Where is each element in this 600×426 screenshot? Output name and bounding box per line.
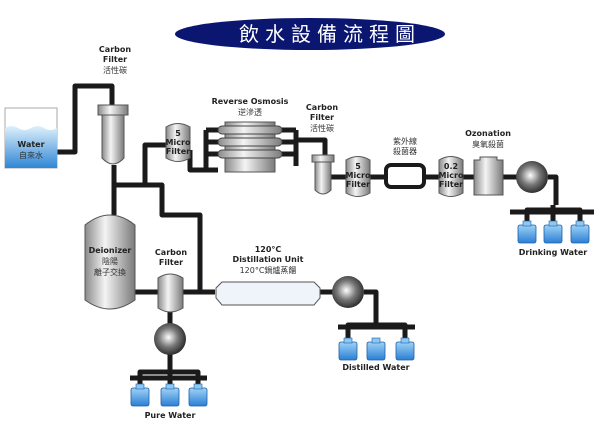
title-banner: 飲水設備流程圖 xyxy=(175,18,445,50)
nodes-micro-filter-5b-l2-text: Micro xyxy=(346,171,371,180)
nodes-ozonation-zh-text: 臭氧殺菌 xyxy=(472,139,504,149)
pure-water-label: Pure Water xyxy=(145,411,196,420)
nodes-micro-filter-02-l1-text: 0.2 xyxy=(444,162,458,171)
nodes-carbon-filter-1-en1-text: Carbon xyxy=(99,45,131,54)
nodes-carbon-filter-3-en1-text: Carbon xyxy=(155,248,187,257)
pure-water-bottles: Pure Water xyxy=(130,383,208,420)
nodes-carbon-filter-2-en2-text: Filter xyxy=(310,113,334,122)
nodes-distillation-l1-text: 120°C xyxy=(255,245,282,254)
nodes-micro-filter-02-l2-text: Micro xyxy=(439,171,464,180)
nodes-deionizer-zh2-text: 離子交換 xyxy=(94,267,126,277)
nodes-deionizer-en-text: Deionizer xyxy=(89,246,132,255)
nodes-micro-filter-5a-l1-text: 5 xyxy=(175,129,181,138)
micro-filter-5-b: 5 Micro Filter xyxy=(345,156,371,197)
micro-filter-0-2: 0.2 Micro Filter xyxy=(438,156,464,197)
micro-filter-5-a: 5 Micro Filter xyxy=(165,123,191,162)
uv-sterilizer: 紫外線 殺菌器 xyxy=(384,136,426,189)
deionizer: Deionizer 陰陽 離子交換 xyxy=(84,214,136,310)
nodes-reverse-osmosis-en-text: Reverse Osmosis xyxy=(212,97,289,106)
nodes-micro-filter-5a-l3-text: Filter xyxy=(166,147,190,156)
pure-pump-globe xyxy=(154,323,186,355)
distilled-pump-globe xyxy=(332,276,364,308)
nodes-distillation-zh-text: 120°C鍋爐蒸餾 xyxy=(240,265,297,275)
nodes-carbon-filter-2-zh-text: 活性碳 xyxy=(310,123,334,133)
nodes-carbon-filter-2-en1-text: Carbon xyxy=(306,103,338,112)
nodes-micro-filter-5b-l3-text: Filter xyxy=(346,180,370,189)
nodes-micro-filter-02-l3-text: Filter xyxy=(439,180,463,189)
tap-water-zh: 自來水 xyxy=(19,150,43,160)
nodes-reverse-osmosis-zh-text: 逆滲透 xyxy=(238,107,262,117)
nodes-carbon-filter-1-zh-text: 活性碳 xyxy=(103,65,127,75)
nodes-carbon-filter-3-en2-text: Filter xyxy=(159,258,183,267)
nodes-uv-sterilizer-zh1-text: 紫外線 xyxy=(393,136,417,146)
drinking-water-label: Drinking Water xyxy=(519,248,587,257)
reverse-osmosis-unit: Reverse Osmosis 逆滲透 xyxy=(212,97,289,173)
tap-water-tank: Water 自來水 xyxy=(4,107,58,169)
carbon-filter-2: Carbon Filter 活性碳 xyxy=(306,103,338,195)
nodes-distillation-l2-text: Distillation Unit xyxy=(233,255,304,264)
nodes-carbon-filter-1-en2-text: Filter xyxy=(103,55,127,64)
nodes-deionizer-zh1-text: 陰陽 xyxy=(102,256,118,266)
distilled-water-bottles: Distilled Water xyxy=(338,337,415,372)
drinking-pump-globe xyxy=(516,161,548,193)
nodes-ozonation-en-text: Ozonation xyxy=(465,129,511,138)
nodes-micro-filter-5b-l1-text: 5 xyxy=(355,162,361,171)
carbon-filter-3: Carbon Filter xyxy=(155,248,187,313)
tap-water-label: Water xyxy=(17,140,44,149)
nodes-micro-filter-5a-l2-text: Micro xyxy=(166,138,191,147)
ozonation-tank: Ozonation 臭氧殺菌 xyxy=(465,129,511,196)
carbon-filter-1: Carbon Filter 活性碳 xyxy=(97,45,131,165)
title-text: 飲水設備流程圖 xyxy=(239,22,421,46)
distillation-unit: 120°C Distillation Unit 120°C鍋爐蒸餾 xyxy=(215,245,321,306)
drinking-water-bottles: Drinking Water xyxy=(517,220,590,257)
nodes-uv-sterilizer-zh2-text: 殺菌器 xyxy=(393,146,417,156)
distilled-water-label: Distilled Water xyxy=(342,363,409,372)
